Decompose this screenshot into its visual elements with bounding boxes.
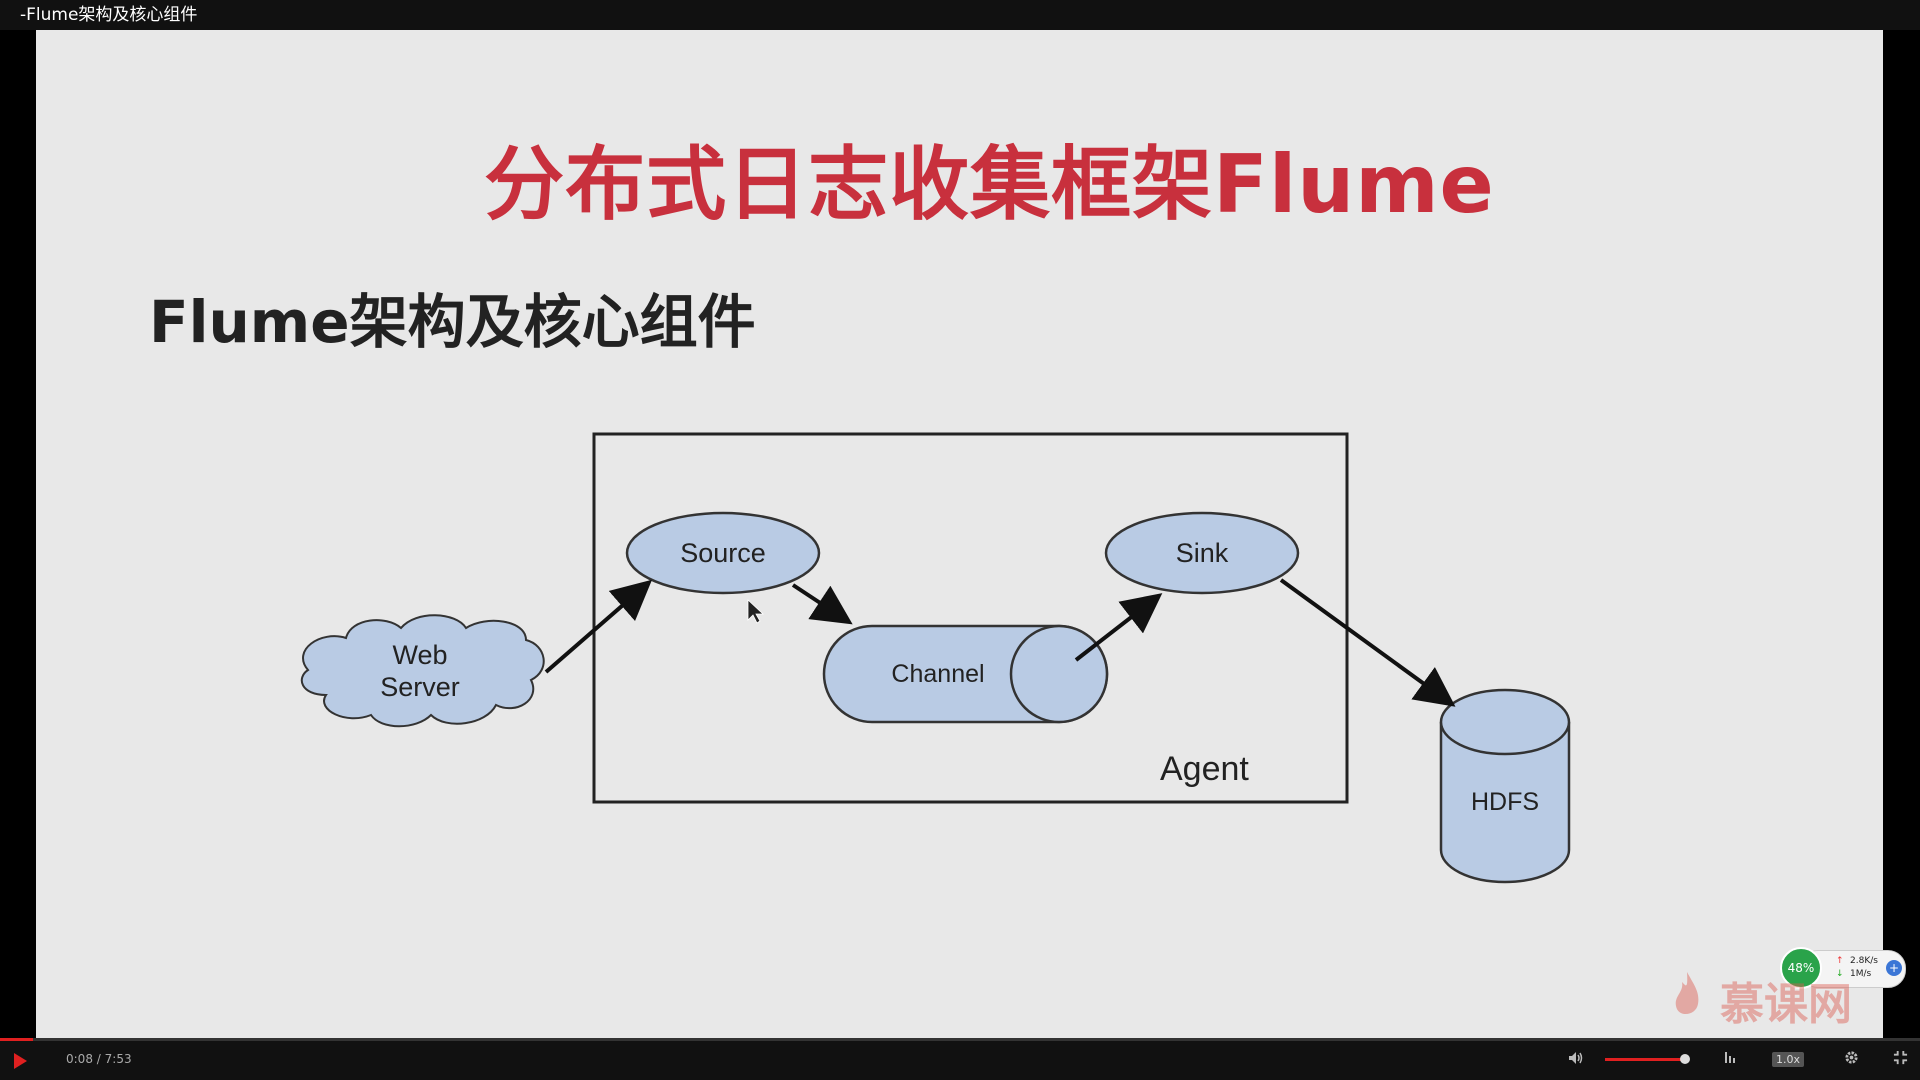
flume-architecture-diagram: Agent Web Server Source Channel Sink HDF <box>300 432 1571 884</box>
download-arrow-icon: ↓ <box>1836 969 1844 979</box>
player-control-bar: 0:08 / 7:53 1.0x <box>0 1038 1920 1080</box>
duration: 7:53 <box>104 1052 132 1066</box>
play-icon[interactable] <box>14 1053 27 1069</box>
hdfs-label: HDFS <box>1471 788 1539 816</box>
slide-title: 分布式日志收集框架Flume <box>484 138 1495 231</box>
hdfs-node: HDFS <box>1439 688 1571 884</box>
upload-arrow-icon: ↑ <box>1836 956 1844 966</box>
time-display: 0:08 / 7:53 <box>66 1052 132 1066</box>
channel-node: Channel <box>822 624 1109 724</box>
window-title-bar: -Flume架构及核心组件 <box>0 0 1920 30</box>
playback-speed-button[interactable]: 1.0x <box>1772 1052 1804 1067</box>
bar-chart-icon[interactable] <box>1724 1050 1738 1064</box>
watermark-flame-icon <box>1675 972 1699 1015</box>
source-node: Source <box>625 511 821 595</box>
progress-fill <box>0 1038 33 1041</box>
arrow-webserver-to-source <box>544 579 653 674</box>
web-server-label-line2: Server <box>380 672 460 702</box>
channel-label: Channel <box>891 660 984 688</box>
source-label: Source <box>680 538 766 568</box>
fullscreen-exit-icon[interactable] <box>1893 1050 1908 1065</box>
gear-icon[interactable] <box>1844 1050 1859 1065</box>
memory-usage-circle[interactable]: 48% <box>1780 947 1822 989</box>
accelerate-plus-icon[interactable]: + <box>1886 960 1902 976</box>
video-frame[interactable]: 分布式日志收集框架Flume Flume架构及核心组件 Agent Web Se… <box>36 30 1883 1038</box>
arrow-sink-to-hdfs <box>1279 578 1456 707</box>
sink-node: Sink <box>1104 511 1300 595</box>
web-server-cloud: Web Server <box>300 614 545 728</box>
mouse-cursor-icon <box>747 599 765 624</box>
network-monitor-widget[interactable]: 48% ↑ 2.8K/s ↓ 1M/s + <box>1780 947 1906 989</box>
volume-icon[interactable] <box>1568 1050 1584 1066</box>
watermark-logo: 慕课网 <box>1720 979 1852 1030</box>
download-speed: 1M/s <box>1850 969 1872 979</box>
volume-slider[interactable] <box>1605 1058 1685 1061</box>
section-title: Flume架构及核心组件 <box>149 288 756 356</box>
progress-bar[interactable] <box>0 1038 1920 1041</box>
agent-box <box>592 432 1349 804</box>
upload-speed: 2.8K/s <box>1850 956 1878 966</box>
arrow-source-to-channel <box>791 583 853 625</box>
time-separator: / <box>96 1052 101 1066</box>
web-server-label-line1: Web <box>392 640 447 670</box>
agent-label: Agent <box>1160 750 1249 788</box>
volume-slider-handle[interactable] <box>1680 1054 1690 1064</box>
arrow-channel-to-sink <box>1074 593 1163 662</box>
window-title: -Flume架构及核心组件 <box>20 5 198 25</box>
sink-label: Sink <box>1176 538 1229 568</box>
current-time: 0:08 <box>66 1052 93 1066</box>
